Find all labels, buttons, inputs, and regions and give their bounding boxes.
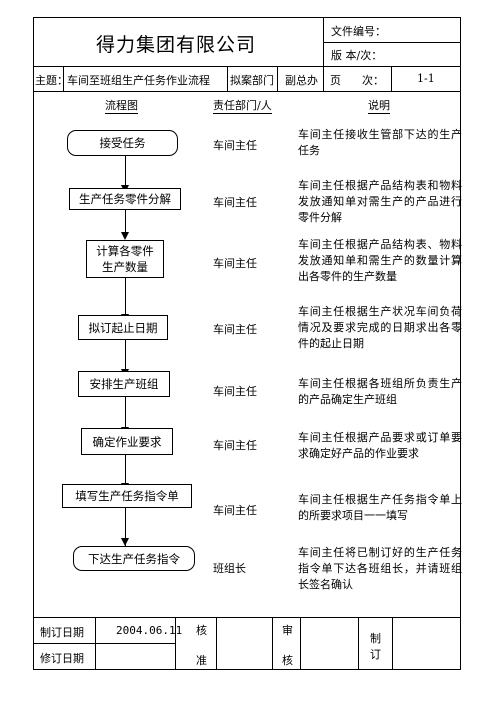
make-label-bottom: 订 — [370, 648, 381, 661]
step-description: 车间主任根据各班组所负责生产的产品确定生产班组 — [298, 377, 462, 406]
company-name: 得力集团有限公司 — [96, 34, 257, 56]
flow-box-label: 填写生产任务指令单 — [75, 489, 179, 503]
flow-box-label: 确定作业要求 — [92, 434, 162, 449]
step-dept: 车间主任 — [213, 385, 257, 398]
version-label: 版 本/次： — [331, 49, 383, 62]
flow-box-assign-team: 安排生产班组 — [78, 371, 170, 397]
step-description: 车间主任根据生产状况车间负荷情况及要求完成的日期求出各零件的起止日期 — [298, 305, 462, 350]
review-label-bottom: 核 — [282, 654, 293, 667]
draft-dept-value: 副总办 — [285, 74, 318, 87]
step-dept: 车间主任 — [213, 504, 257, 517]
flow-box-label: 计算各零件 — [96, 244, 154, 258]
approve-label-top: 核 — [196, 624, 207, 637]
made-date-value: 2004.06.11 — [116, 624, 183, 637]
flow-box-label: 拟订起止日期 — [88, 320, 158, 335]
flow-box-confirm-requirements: 确定作业要求 — [81, 428, 173, 455]
step-dept: 车间主任 — [213, 439, 257, 452]
step-description: 车间主任根据产品结构表、物料发放通知单和需生产的数量计算出各零件的生产数量 — [298, 238, 462, 283]
step-dept: 车间主任 — [213, 257, 257, 270]
flow-box-fill-order: 填写生产任务指令单 — [62, 484, 192, 508]
flow-box-calc-quantity: 计算各零件 生产数量 — [86, 240, 164, 278]
step-dept: 班组长 — [213, 562, 246, 575]
step-description: 车间主任将已制订好的生产任务指令单下达各班组长，并请班组长签名确认 — [298, 546, 462, 591]
flow-box-decompose-parts: 生产任务零件分解 — [69, 188, 181, 210]
step-dept: 车间主任 — [213, 323, 257, 336]
step-description: 车间主任根据产品要求或订单要求确定好产品的作业要求 — [298, 431, 462, 460]
step-dept: 车间主任 — [213, 139, 257, 152]
step-dept: 车间主任 — [213, 196, 257, 209]
page-label: 页 次： — [330, 74, 384, 87]
doc-number-label: 文件编号： — [331, 25, 386, 38]
dept-column-header: 责任部门/人 — [213, 99, 272, 114]
page-value: 1-1 — [417, 72, 435, 85]
made-date-label: 制订日期 — [40, 626, 84, 639]
flow-box-label: 生产任务零件分解 — [79, 192, 171, 206]
flow-box-label: 生产数量 — [102, 260, 148, 274]
flow-box-receive-task: 接受任务 — [67, 130, 178, 156]
revise-date-label: 修订日期 — [40, 652, 84, 665]
step-description: 车间主任接收生管部下达的生产任务 — [298, 128, 462, 157]
step-description: 车间主任根据生产任务指令单上的所要求项目一一填写 — [298, 493, 462, 522]
desc-column-header: 说明 — [368, 99, 390, 114]
flow-box-label: 接受任务 — [99, 136, 146, 150]
make-label-top: 制 — [370, 632, 381, 645]
flow-box-label: 安排生产班组 — [89, 377, 159, 391]
flow-box-issue-order: 下达生产任务指令 — [73, 546, 195, 571]
review-label-top: 审 — [282, 624, 293, 637]
approve-label-bottom: 准 — [196, 654, 207, 667]
flow-column-header: 流程图 — [105, 99, 138, 114]
flow-box-set-dates: 拟订起止日期 — [78, 315, 168, 340]
subject-value: 车间至班组生产任务作业流程 — [67, 74, 210, 87]
subject-label: 主题： — [35, 74, 68, 87]
step-description: 车间主任根据产品结构表和物料发放通知单对需生产的产品进行零件分解 — [298, 179, 462, 224]
draft-dept-label: 拟案部门 — [230, 74, 274, 87]
flow-box-label: 下达生产任务指令 — [88, 551, 180, 566]
